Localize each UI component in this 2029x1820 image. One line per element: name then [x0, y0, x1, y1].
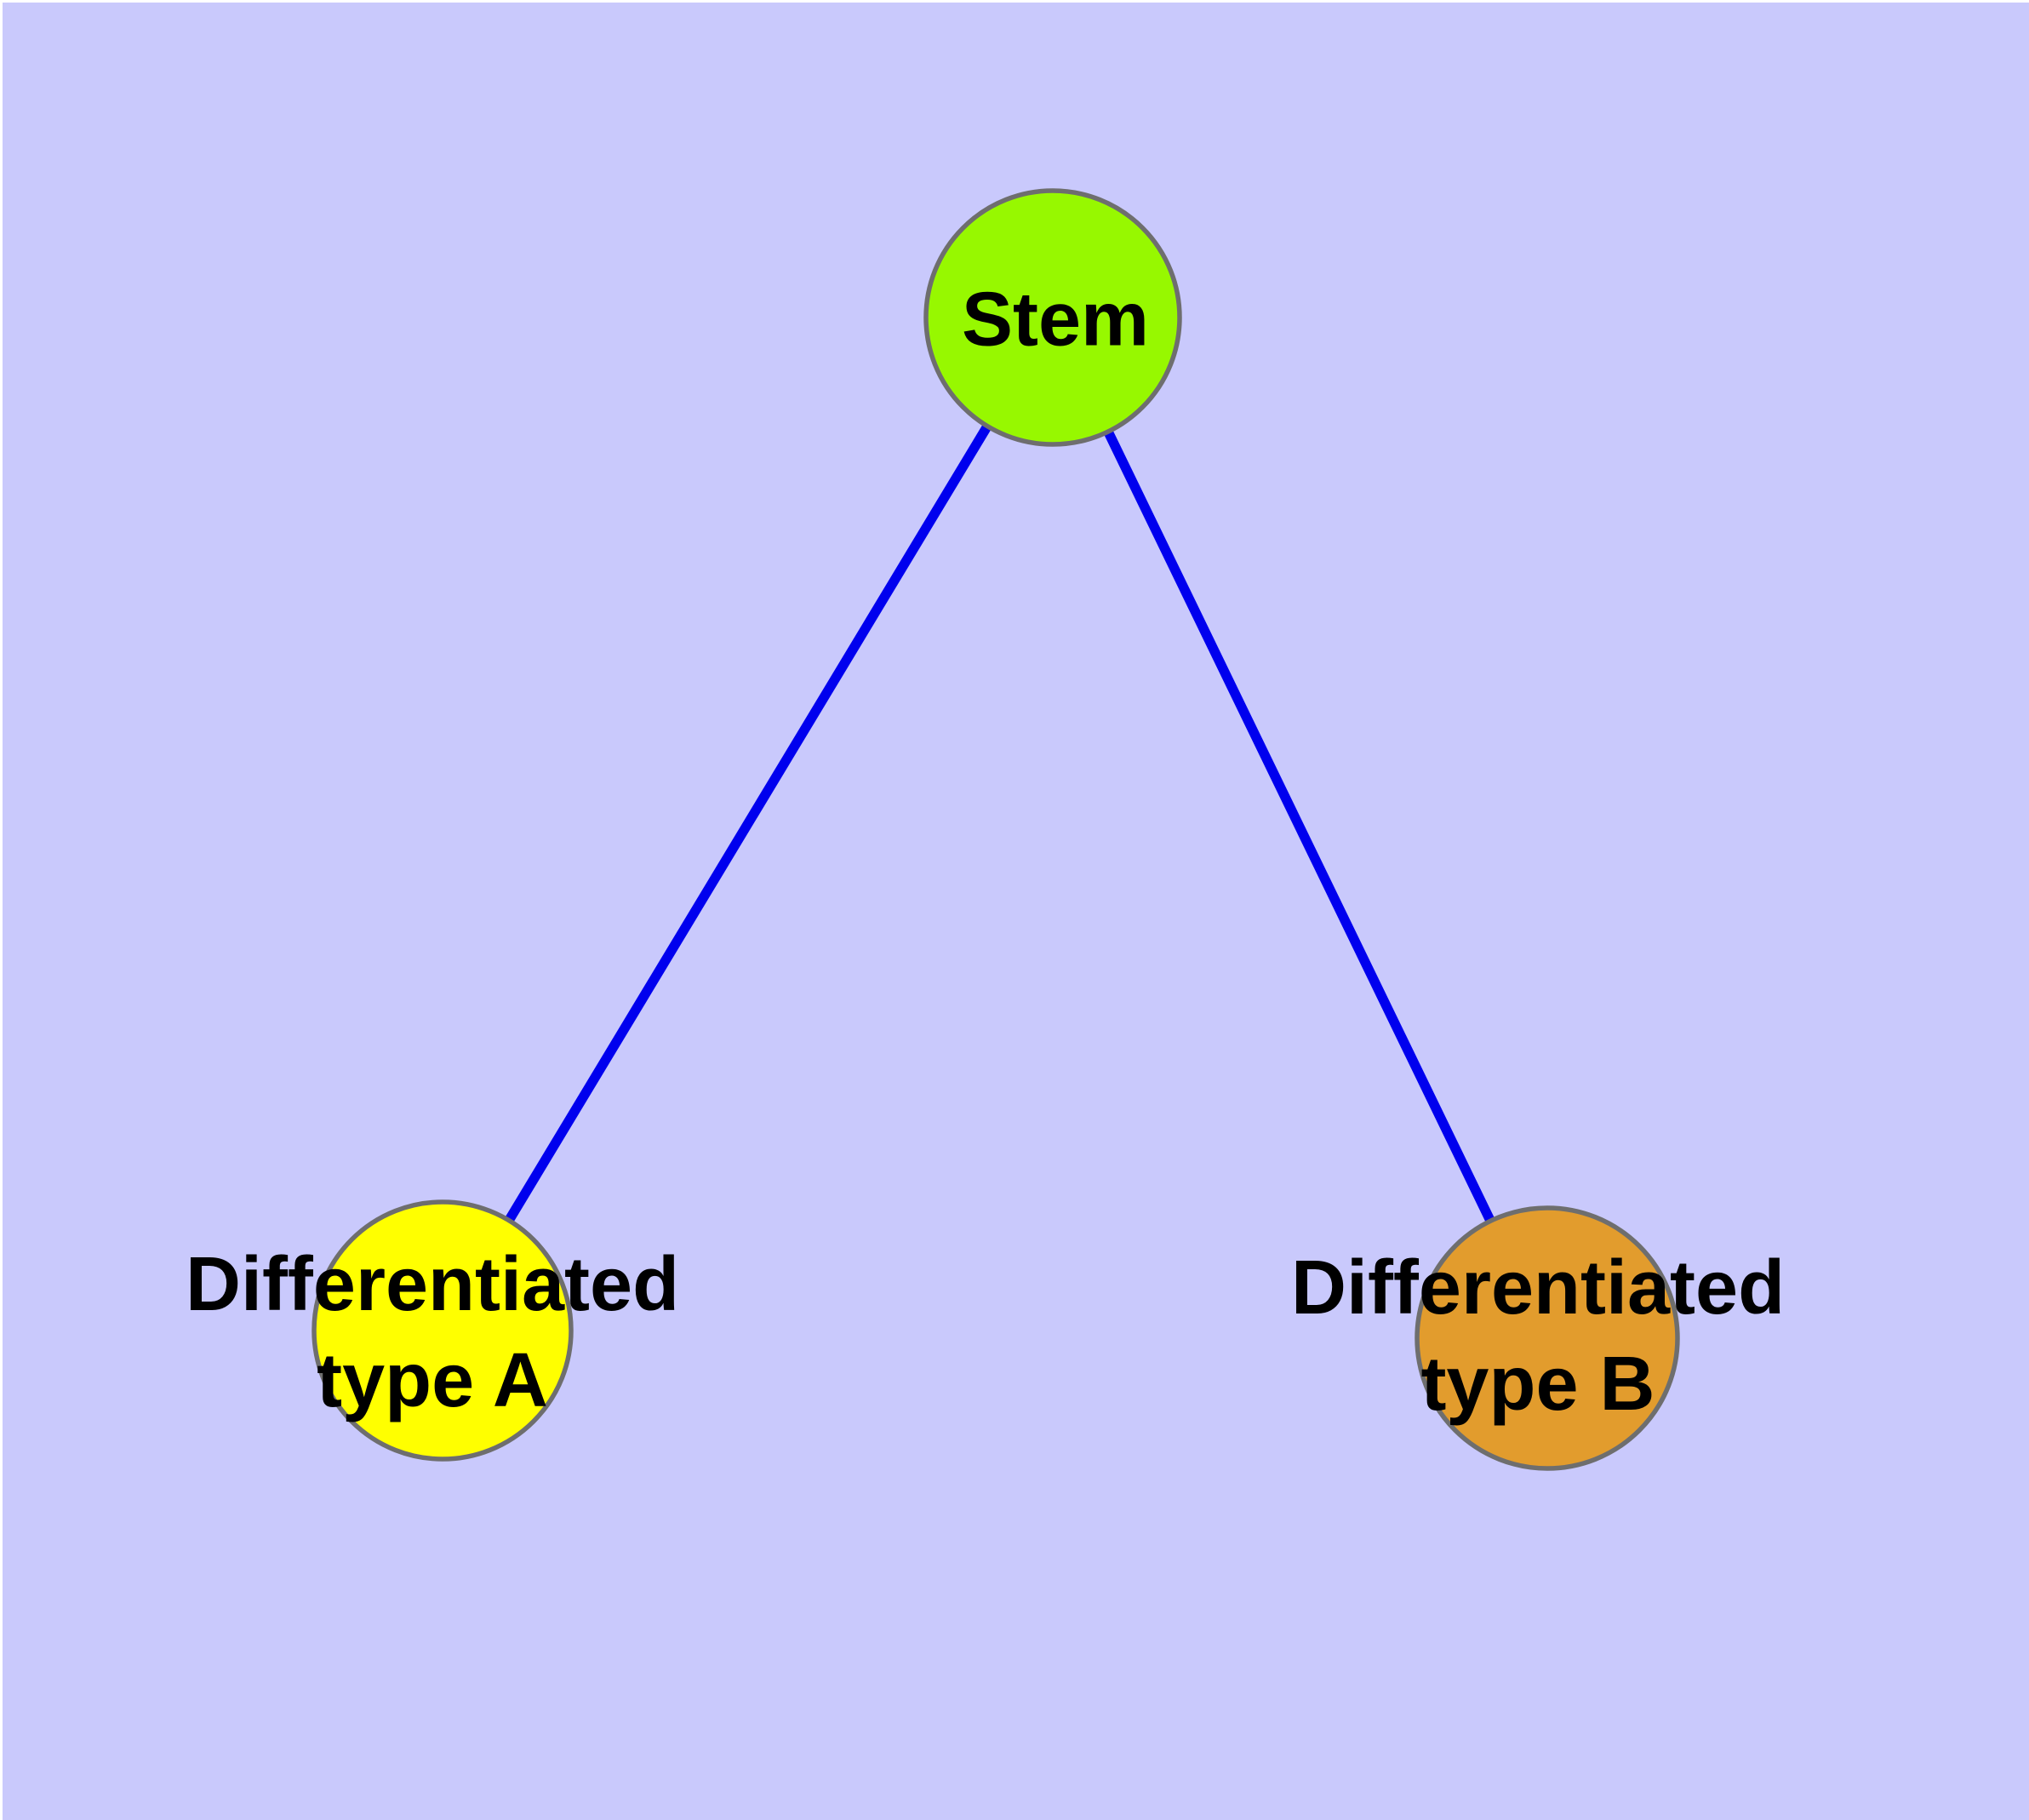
node-differentiated-type-a[interactable]: [311, 1199, 574, 1462]
edge-stem-differentiated-type-a: [438, 315, 1057, 1333]
edge-stem-differentiated-type-b: [1048, 315, 1552, 1341]
node-differentiated-type-b[interactable]: [1415, 1205, 1680, 1471]
node-stem[interactable]: [923, 188, 1182, 447]
